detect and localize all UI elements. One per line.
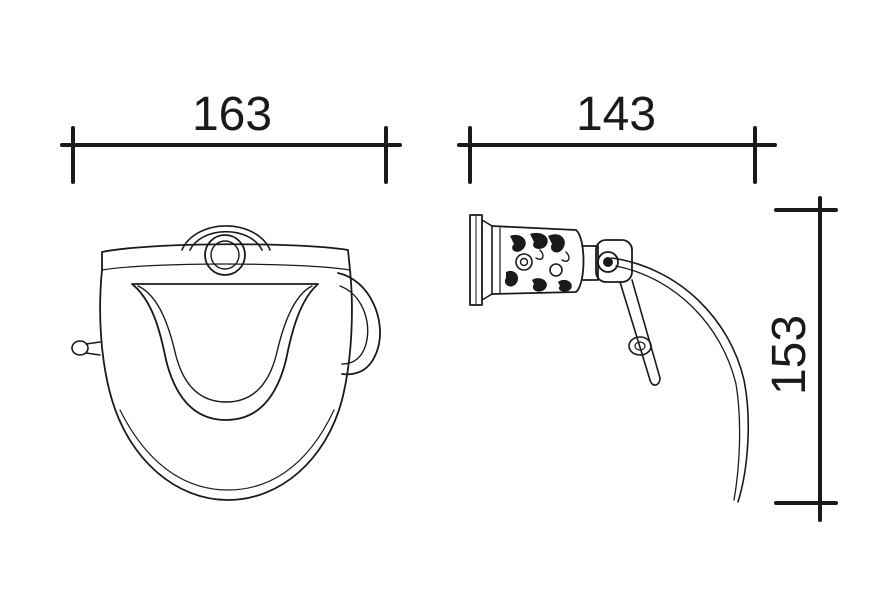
roll-pin-knob	[628, 336, 652, 356]
side-view	[469, 214, 750, 503]
dimension-label-side-height: 153	[763, 315, 816, 395]
flange-plate	[469, 214, 483, 306]
dimension-label-side-depth: 143	[576, 88, 656, 141]
cutout-outer	[131, 283, 319, 421]
cover-outline	[99, 243, 353, 501]
pin-knob	[71, 340, 89, 356]
dimension-front-width: 163	[60, 88, 402, 184]
rosette-inner	[189, 230, 263, 251]
pin-stem	[85, 341, 101, 356]
flange-step	[481, 219, 493, 301]
roll-pin-knob-inner	[634, 341, 646, 351]
roll-pin	[619, 279, 661, 381]
cover-bottom-rim	[119, 409, 335, 491]
front-view	[71, 225, 381, 501]
dimension-side-height: 153	[763, 196, 838, 522]
ornate-body	[491, 225, 585, 295]
cover-profile-inner	[615, 265, 741, 501]
handle-outer	[337, 272, 381, 376]
pivot-hub	[595, 239, 633, 283]
knob-outer	[204, 234, 246, 276]
ornament-pattern	[504, 232, 572, 292]
rosette-outer	[181, 225, 271, 251]
cover-top-edge	[101, 263, 351, 271]
cover-profile-outer	[611, 257, 750, 503]
dimension-side-depth: 143	[457, 88, 777, 184]
roll-pin-tip	[649, 377, 661, 386]
pivot-ring	[597, 251, 619, 273]
pivot-screw	[603, 257, 613, 267]
dimension-label-front-width: 163	[192, 88, 272, 141]
handle-inner	[339, 285, 369, 365]
cutout-inner	[137, 285, 313, 403]
knob-inner	[210, 240, 240, 270]
